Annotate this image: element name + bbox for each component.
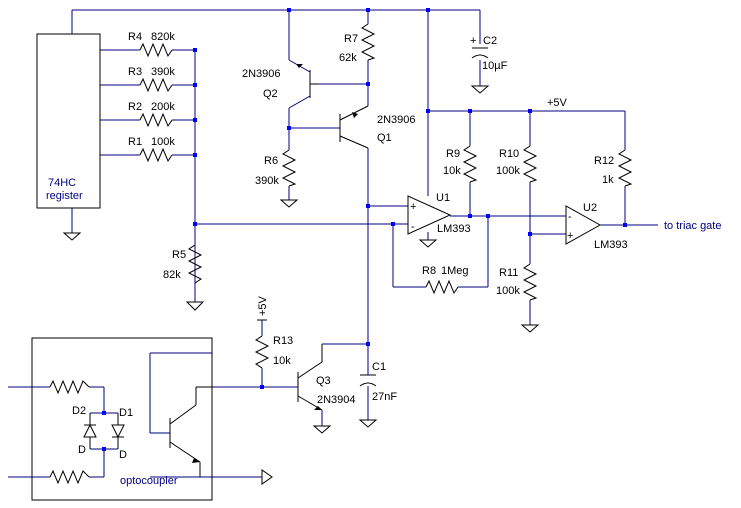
transistor-q2: 2N3906 Q2 bbox=[242, 64, 318, 100]
r11-ref: R11 bbox=[499, 267, 518, 279]
r7-ref: R7 bbox=[344, 33, 358, 45]
resistor-r13: R13 10k bbox=[254, 335, 293, 369]
u2-type: LM393 bbox=[594, 239, 628, 251]
diode-d1: D1 D bbox=[111, 407, 133, 461]
register-74hc: 74HC register bbox=[36, 33, 101, 209]
opto-phototransistor bbox=[169, 386, 212, 477]
q3-ref: Q3 bbox=[316, 375, 331, 387]
comparator-u1: + - U1 LM393 bbox=[407, 192, 471, 235]
optocoupler-label: optocoupler bbox=[120, 475, 178, 487]
d2-type: D bbox=[78, 444, 86, 456]
transistor-q3: Q3 2N3904 bbox=[297, 344, 356, 411]
resistor-r2: R2 200k bbox=[128, 101, 175, 128]
r13-value: 10k bbox=[273, 355, 291, 367]
r3-ref: R3 bbox=[128, 66, 142, 78]
u2-minus-pin: - bbox=[568, 211, 572, 223]
r4-value: 820k bbox=[151, 31, 175, 43]
diode-d2: D2 D bbox=[72, 405, 97, 456]
r12-value: 1k bbox=[602, 174, 614, 186]
r13-ref: R13 bbox=[273, 335, 293, 347]
resistor-r7: R7 62k bbox=[339, 23, 376, 64]
q1-type: 2N3906 bbox=[377, 114, 416, 126]
resistor-r11: R11 100k bbox=[496, 263, 538, 301]
c1-ref: C1 bbox=[372, 361, 386, 373]
r8-value: 1Meg bbox=[441, 265, 469, 277]
c2-plus: + bbox=[470, 35, 476, 47]
plus5v-q3-label: +5V bbox=[257, 295, 269, 316]
u1-ref: U1 bbox=[436, 192, 450, 204]
capacitor-c2: + C2 10µF bbox=[470, 35, 508, 72]
resistor-r3: R3 390k bbox=[128, 66, 175, 93]
q3-type: 2N3904 bbox=[317, 394, 356, 406]
r2-ref: R2 bbox=[128, 101, 142, 113]
r5-ref: R5 bbox=[172, 249, 186, 261]
r8-ref: R8 bbox=[422, 265, 436, 277]
resistor-r6: R6 390k bbox=[255, 149, 297, 187]
u2-ref: U2 bbox=[583, 202, 597, 214]
triac-gate-label: to triac gate bbox=[664, 220, 721, 232]
r6-value: 390k bbox=[255, 175, 279, 187]
resistor-r4: R4 820k bbox=[128, 31, 175, 58]
register-label-line2: register bbox=[46, 190, 83, 202]
c2-ref: C2 bbox=[483, 35, 497, 47]
d1-ref: D1 bbox=[119, 407, 133, 419]
r10-ref: R10 bbox=[499, 148, 519, 160]
r1-ref: R1 bbox=[128, 136, 142, 148]
resistor-opto-top bbox=[49, 379, 90, 395]
r9-value: 10k bbox=[443, 165, 461, 177]
r11-value: 100k bbox=[496, 285, 520, 297]
resistor-r10: R10 100k bbox=[496, 145, 538, 183]
wires bbox=[8, 9, 658, 478]
u1-plus-pin: + bbox=[410, 201, 416, 213]
r5-value: 82k bbox=[163, 269, 181, 281]
resistor-r8: R8 1Meg bbox=[422, 265, 469, 295]
transistor-q1: 2N3906 Q1 bbox=[339, 105, 416, 149]
c2-value: 10µF bbox=[482, 60, 508, 72]
capacitor-c1: C1 27nF bbox=[359, 361, 397, 403]
comparator-u2: - + U2 LM393 bbox=[565, 202, 628, 251]
resistor-r1: R1 100k bbox=[128, 136, 175, 163]
r2-value: 200k bbox=[151, 101, 175, 113]
plus5v-label: +5V bbox=[547, 97, 568, 109]
r10-value: 100k bbox=[496, 165, 520, 177]
d1-type: D bbox=[119, 449, 127, 461]
resistor-r9: R9 10k bbox=[443, 145, 478, 183]
register-label-line1: 74HC bbox=[48, 177, 76, 189]
u1-type: LM393 bbox=[437, 223, 471, 235]
resistor-opto-bottom bbox=[49, 469, 90, 485]
q2-type: 2N3906 bbox=[242, 68, 281, 80]
r1-value: 100k bbox=[151, 136, 175, 148]
rail-labels: +5V +5V bbox=[257, 97, 568, 321]
r4-ref: R4 bbox=[128, 31, 142, 43]
u2-plus-pin: + bbox=[567, 230, 573, 242]
resistor-r12: R12 1k bbox=[594, 149, 633, 187]
junction-nodes bbox=[102, 8, 627, 451]
r3-value: 390k bbox=[151, 66, 175, 78]
resistor-r5: R5 82k bbox=[163, 244, 203, 284]
r7-value: 62k bbox=[339, 52, 357, 64]
q1-ref: Q1 bbox=[377, 132, 392, 144]
u1-minus-pin: - bbox=[411, 221, 415, 233]
output-to-triac: to triac gate bbox=[664, 220, 721, 232]
optocoupler-package: optocoupler bbox=[31, 337, 273, 501]
c1-value: 27nF bbox=[372, 391, 397, 403]
d2-ref: D2 bbox=[72, 405, 86, 417]
r9-ref: R9 bbox=[446, 148, 460, 160]
ground-symbols bbox=[62, 85, 540, 434]
r12-ref: R12 bbox=[594, 155, 614, 167]
q2-ref: Q2 bbox=[263, 88, 278, 100]
r6-ref: R6 bbox=[264, 155, 278, 167]
